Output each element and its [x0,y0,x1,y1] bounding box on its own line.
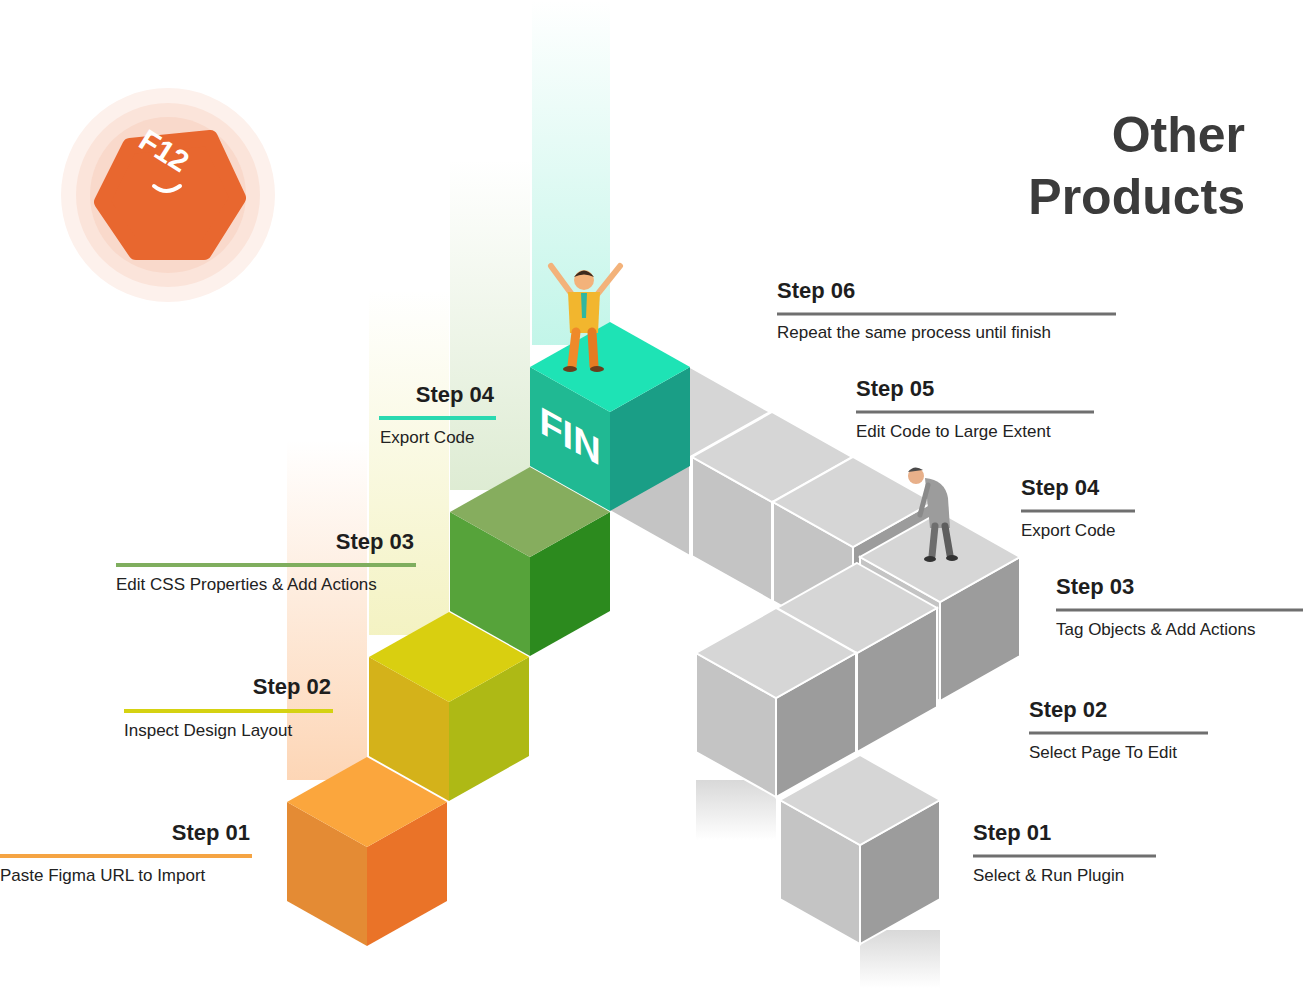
step-underline [124,709,333,713]
logo-key: F12 [92,128,248,263]
step-description: Export Code [380,428,475,448]
step-underline [379,416,496,420]
step-description: Edit Code to Large Extent [856,422,1051,442]
step-number: Step 02 [1029,697,1107,723]
stair-cube [696,608,856,797]
logo-ring [61,88,275,302]
finish-face: FIN [530,367,610,510]
step-description: Export Code [1021,521,1116,541]
step-underline [1056,609,1303,612]
step-number: Step 03 [1056,574,1134,600]
cube-face [696,608,856,698]
step-underline [1021,510,1135,513]
cube-face [287,757,447,847]
cube-face [369,612,529,702]
light-beam [287,440,367,780]
step-number: Step 06 [777,278,855,304]
step-underline [0,854,252,858]
cube-face [780,755,940,845]
light-beam [369,290,449,635]
step-number: Step 03 [336,529,414,555]
stair-cube [780,755,940,944]
shadow-beam [860,930,940,988]
tired-person [908,467,958,562]
step-description: Select Page To Edit [1029,743,1177,763]
logo-ring [76,103,260,287]
step-underline [973,855,1156,858]
step-number: Step 01 [172,820,250,846]
light-beam [532,0,610,345]
step-number: Step 04 [416,382,494,408]
step-underline [777,313,1116,316]
page-title: Other Products [975,104,1245,228]
step-description: Repeat the same process until finish [777,323,1051,343]
step-description: Select & Run Plugin [973,866,1124,886]
step-description: Paste Figma URL to Import [0,866,205,886]
happy-person [551,266,620,372]
step-underline [116,563,416,567]
cube-face [530,322,690,412]
stair-cube [287,757,447,946]
step-description: Inspect Design Layout [124,721,292,741]
step-description: Tag Objects & Add Actions [1056,620,1255,640]
cube-face [450,467,610,557]
step-description: Edit CSS Properties & Add Actions [116,575,377,595]
step-number: Step 05 [856,376,934,402]
step-number: Step 02 [253,674,331,700]
step-number: Step 01 [973,820,1051,846]
finish-text: FIN [530,393,610,479]
step-underline [856,411,1094,414]
step-underline [1029,732,1208,735]
step-number: Step 04 [1021,475,1099,501]
